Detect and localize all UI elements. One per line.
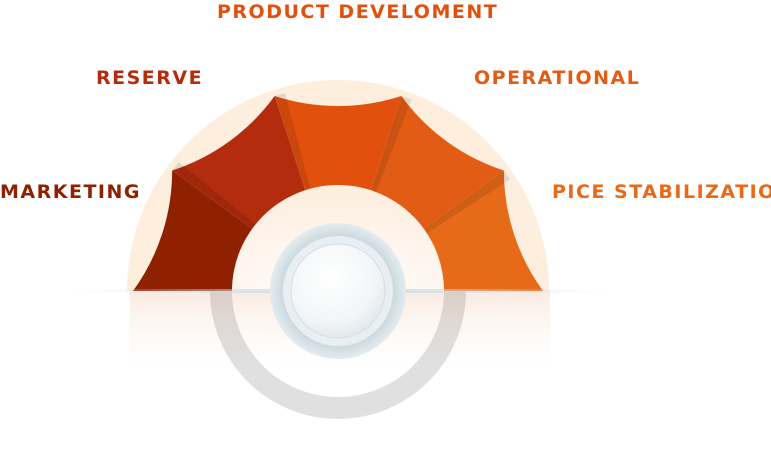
inner-shadow-band (210, 291, 466, 419)
segment-separator (172, 161, 256, 229)
segment-3 (370, 96, 504, 229)
segment-4 (423, 170, 543, 291)
label-reserve: RESERVE (96, 67, 204, 89)
segment-1 (172, 96, 306, 229)
segment-separator (274, 92, 311, 191)
segment-0 (133, 170, 253, 291)
segment-2 (274, 96, 402, 196)
label-product-development: PRODUCT DEVELOMENT (217, 1, 499, 23)
segments (133, 92, 543, 291)
label-price-stabilization: PICE STABILIZATION (552, 181, 771, 203)
hub-button (290, 243, 386, 339)
label-marketing: MARKETING (0, 181, 141, 203)
segment-separator (370, 96, 412, 193)
label-operational: OPERATIONAL (474, 67, 641, 89)
segment-separator (423, 170, 510, 234)
